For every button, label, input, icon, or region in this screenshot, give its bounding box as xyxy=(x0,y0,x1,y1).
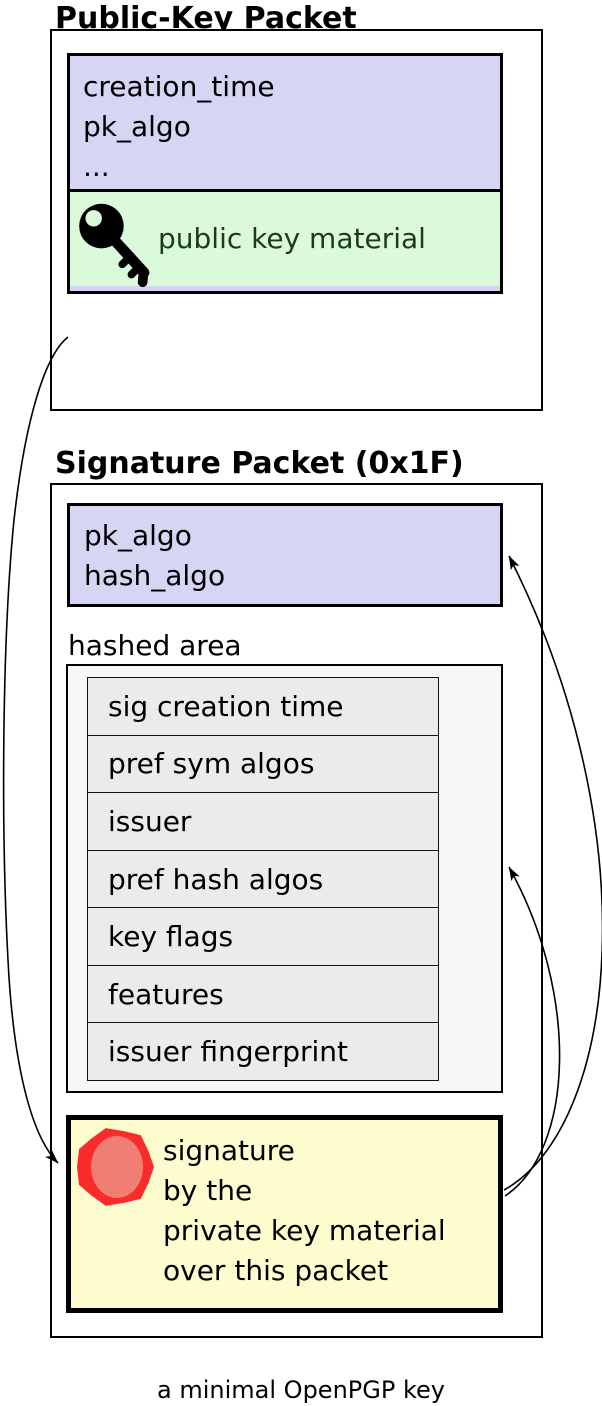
public-key-header-fields: creation_time pk_algo ... xyxy=(70,56,500,192)
signature-line-3: private key material xyxy=(163,1214,446,1247)
signature-box: signature by the private key material ov… xyxy=(66,1115,503,1313)
signature-line-2: by the xyxy=(163,1174,253,1207)
field-pk-algo: pk_algo xyxy=(83,110,191,143)
field-creation-time: creation_time xyxy=(83,70,275,103)
signature-line-4: over this packet xyxy=(163,1254,389,1287)
public-key-material-section: public key material xyxy=(70,192,500,288)
public-key-header-box: creation_time pk_algo ... public key mat… xyxy=(67,53,503,294)
signature-algo-box: pk_algo hash_algo xyxy=(67,503,503,607)
signature-description: signature by the private key material ov… xyxy=(163,1131,446,1291)
diagram-caption: a minimal OpenPGP key xyxy=(157,1376,445,1404)
signature-line-1: signature xyxy=(163,1134,295,1167)
public-key-material-label: public key material xyxy=(158,222,426,255)
seal-icon xyxy=(77,1128,154,1206)
subpacket-row-key-flags: key flags xyxy=(88,908,438,966)
subpacket-row-sig-creation-time: sig creation time xyxy=(88,678,438,736)
key-icon xyxy=(79,203,150,288)
field-ellipsis: ... xyxy=(83,150,110,183)
hashed-area-label: hashed area xyxy=(68,629,242,662)
signature-packet-title: Signature Packet (0x1F) xyxy=(55,446,464,481)
hashed-area-box: sig creation time pref sym algos issuer … xyxy=(66,664,503,1093)
subpacket-row-pref-sym-algos: pref sym algos xyxy=(88,735,438,794)
field-sig-hash-algo: hash_algo xyxy=(84,559,226,592)
subpacket-row-features: features xyxy=(88,965,438,1024)
field-sig-pk-algo: pk_algo xyxy=(84,519,192,552)
hashed-subpackets-table: sig creation time pref sym algos issuer … xyxy=(87,677,439,1081)
subpacket-row-issuer: issuer xyxy=(88,793,438,851)
subpacket-row-pref-hash-algos: pref hash algos xyxy=(88,850,438,909)
subpacket-row-issuer-fingerprint: issuer fingerprint xyxy=(88,1023,438,1081)
